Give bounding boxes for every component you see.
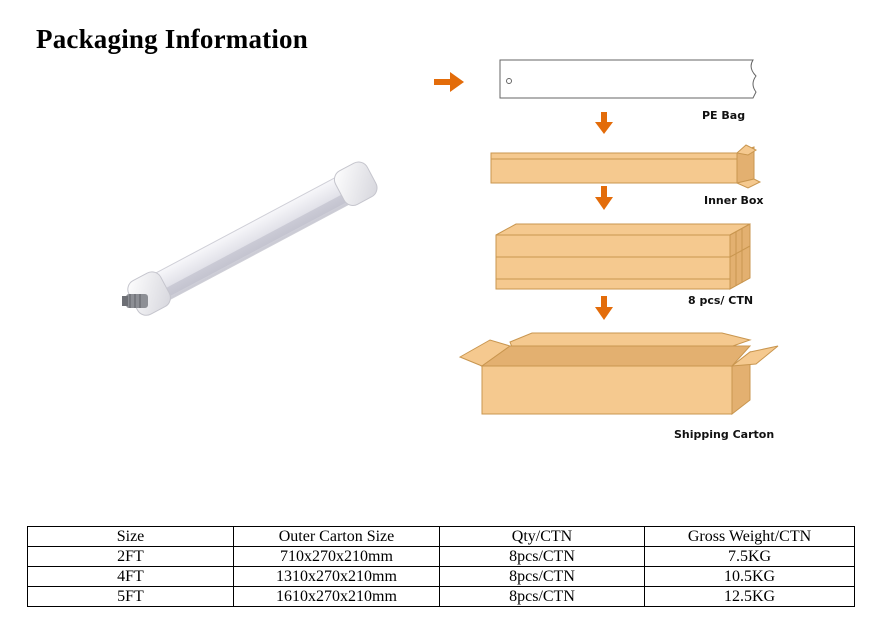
- shipping-carton-icon: [458, 332, 779, 416]
- table-cell: 710x270x210mm: [233, 546, 440, 567]
- led-batten-light-image: [122, 161, 378, 316]
- table-cell: 12.5KG: [644, 586, 855, 607]
- inner-box-icon: [490, 144, 762, 189]
- table-cell: 10.5KG: [644, 566, 855, 587]
- stacked-inner-boxes-icon: [495, 223, 751, 290]
- table-cell: 8pcs/CTN: [439, 546, 645, 567]
- table-header-row: Size Outer Carton Size Qty/CTN Gross Wei…: [27, 526, 855, 547]
- table-cell: 8pcs/CTN: [439, 566, 645, 587]
- table-row: 2FT 710x270x210mm 8pcs/CTN 7.5KG: [27, 546, 855, 567]
- down-arrow-icon: [595, 186, 613, 210]
- step-label-inner-box: Inner Box: [704, 194, 764, 207]
- table-cell: 5FT: [27, 586, 234, 607]
- page-title: Packaging Information: [36, 24, 308, 54]
- table-cell: 1310x270x210mm: [233, 566, 440, 587]
- table-row: 4FT 1310x270x210mm 8pcs/CTN 10.5KG: [27, 566, 855, 587]
- step-label-pe-bag: PE Bag: [702, 109, 745, 122]
- column-header: Size: [27, 526, 234, 547]
- table-cell: 8pcs/CTN: [439, 586, 645, 607]
- entry-arrow-icon: [434, 72, 464, 92]
- pe-bag-icon: [499, 59, 757, 99]
- table-cell: 4FT: [27, 566, 234, 587]
- table-cell: 2FT: [27, 546, 234, 567]
- column-header: Outer Carton Size: [233, 526, 440, 547]
- step-label-shipping-carton: Shipping Carton: [674, 428, 774, 441]
- column-header: Qty/CTN: [439, 526, 645, 547]
- table-cell: 1610x270x210mm: [233, 586, 440, 607]
- table-row: 5FT 1610x270x210mm 8pcs/CTN 12.5KG: [27, 586, 855, 607]
- packaging-spec-table: Size Outer Carton Size Qty/CTN Gross Wei…: [27, 526, 855, 607]
- connector-icon: [122, 294, 148, 308]
- table-cell: 7.5KG: [644, 546, 855, 567]
- step-label-qty-per-carton: 8 pcs/ CTN: [688, 294, 753, 307]
- packaging-flow-diagram: PE Bag Inner Box 8 pcs/ CTN: [434, 59, 779, 441]
- down-arrow-icon: [595, 112, 613, 134]
- column-header: Gross Weight/CTN: [644, 526, 855, 547]
- down-arrow-icon: [595, 296, 613, 320]
